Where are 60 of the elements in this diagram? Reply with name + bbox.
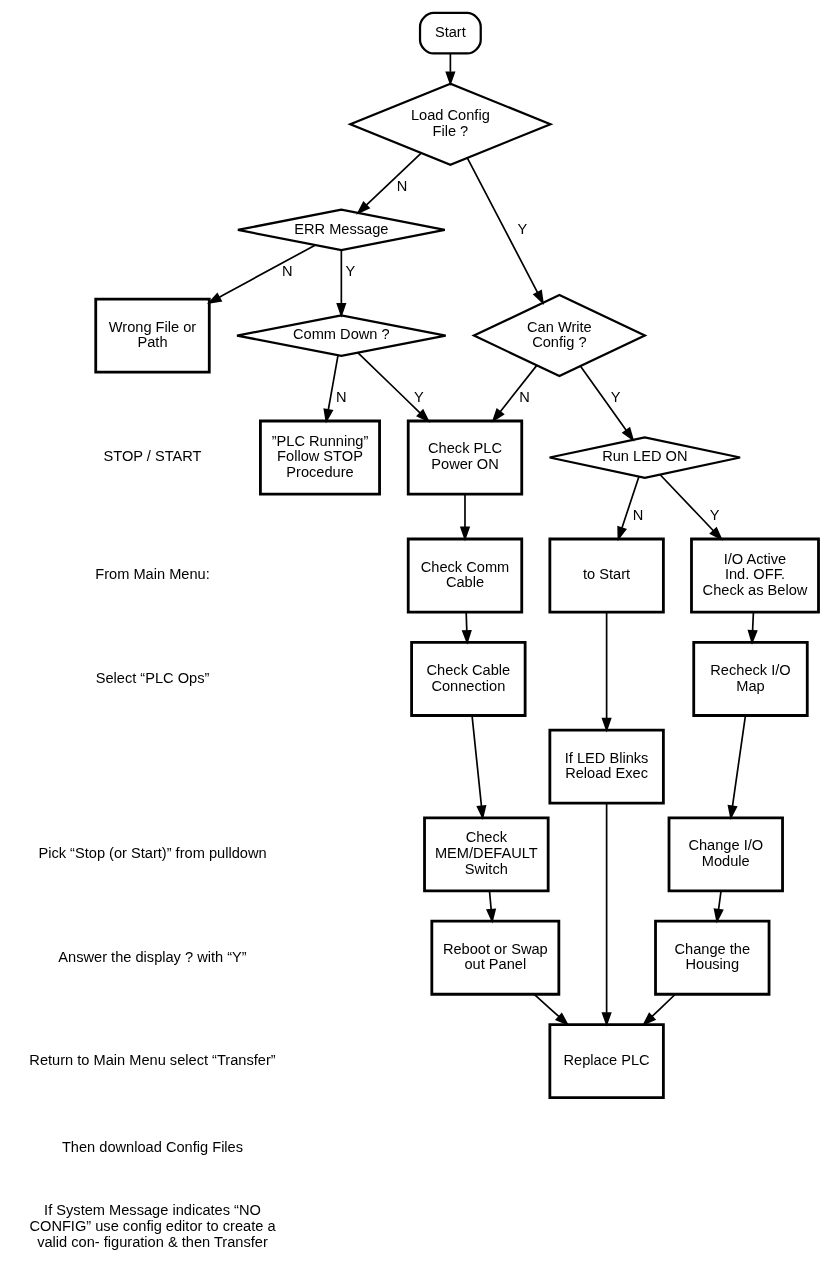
edge-label: Y xyxy=(344,263,355,280)
arrow xyxy=(470,714,486,821)
node-diamond: Load Config File ? xyxy=(346,82,553,166)
node-box: Check Cable Connection xyxy=(409,641,527,717)
node-box: Change the Housing xyxy=(653,919,770,996)
node-diamond: ERR Message xyxy=(236,208,446,252)
node-box: Start xyxy=(418,11,482,55)
label: From Main Menu: xyxy=(94,566,210,583)
arrow xyxy=(459,493,470,542)
edge-label: Y xyxy=(709,507,719,524)
node-box: Wrong File or Path xyxy=(93,297,211,374)
edge-label: N xyxy=(281,263,293,280)
node-diamond: Comm Down ? xyxy=(235,314,447,357)
arrow xyxy=(461,611,472,645)
arrow xyxy=(641,993,676,1027)
node-box: Change I/O Module xyxy=(667,816,784,893)
arrow xyxy=(747,611,758,645)
node-diamond: Run LED ON xyxy=(547,436,741,479)
node-box: Check MEM/DEFAULT Switch xyxy=(422,816,550,893)
arrow xyxy=(727,714,746,821)
edge-label: N xyxy=(396,178,407,195)
node-box: Replace PLC xyxy=(547,1023,665,1100)
node-box: to Start xyxy=(547,537,665,614)
label: Return to Main Menu select “Transfer” xyxy=(28,1051,276,1068)
arrow xyxy=(579,365,634,442)
arrow xyxy=(616,475,640,542)
arrow xyxy=(322,354,339,424)
edge-label: N xyxy=(518,389,530,406)
label: Answer the display ? with “Y” xyxy=(57,948,247,965)
node-box: Recheck I/O Map xyxy=(691,641,809,717)
arrow xyxy=(601,611,612,733)
node-box: If LED Blinks Reload Exec xyxy=(547,728,665,805)
arrow xyxy=(491,364,538,423)
label: Pick “Stop (or Start)” from pulldown xyxy=(37,845,267,862)
arrow xyxy=(356,352,430,423)
arrow xyxy=(658,473,723,541)
arrow xyxy=(206,244,316,305)
label: If System Message indicates “NO CONFIG” use config editor to create a valid con- figuration & then Transfer xyxy=(28,1202,276,1250)
arrow xyxy=(355,152,422,215)
node-box: I/O Active Ind. OFF. Check as Below xyxy=(689,537,820,614)
label: Then download Config Files xyxy=(61,1139,243,1156)
edge-label: N xyxy=(335,389,347,406)
arrow xyxy=(466,157,544,305)
arrow xyxy=(444,52,455,86)
node-box: Check PLC Power ON xyxy=(406,419,523,496)
edge-label: N xyxy=(632,507,643,524)
edge-label: Y xyxy=(610,389,620,406)
arrow xyxy=(485,890,496,924)
arrow xyxy=(335,249,346,318)
arrow xyxy=(601,802,612,1027)
edge-label: Y xyxy=(516,220,527,237)
node-box: Check Comm Cable xyxy=(406,537,523,614)
edge-label: Y xyxy=(413,389,424,406)
node-box: Reboot or Swap out Panel xyxy=(429,919,560,996)
arrow xyxy=(713,890,724,924)
arrow xyxy=(533,993,569,1027)
node-box: ”PLC Running” Follow STOP Procedure xyxy=(258,419,381,496)
label: STOP / START xyxy=(103,448,201,465)
label: Select “PLC Ops” xyxy=(95,669,209,686)
node-diamond: Can Write Config ? xyxy=(470,293,647,378)
